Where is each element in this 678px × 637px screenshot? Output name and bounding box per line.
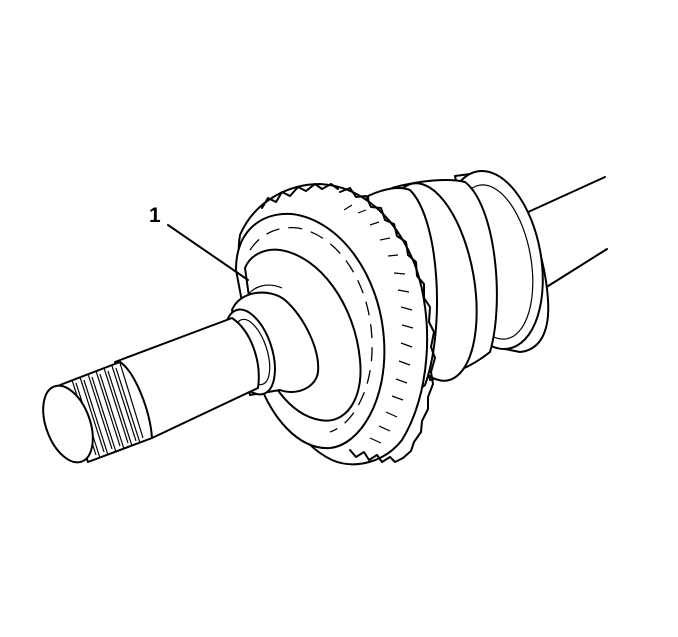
splined-end: [42, 361, 153, 464]
callout-leader-line: [167, 224, 249, 281]
stub-shaft: [114, 317, 260, 439]
cv-boot: [367, 169, 550, 402]
callout-label: 1: [149, 204, 161, 227]
axle-shaft: [514, 176, 608, 289]
callout-1: 1: [149, 204, 249, 281]
